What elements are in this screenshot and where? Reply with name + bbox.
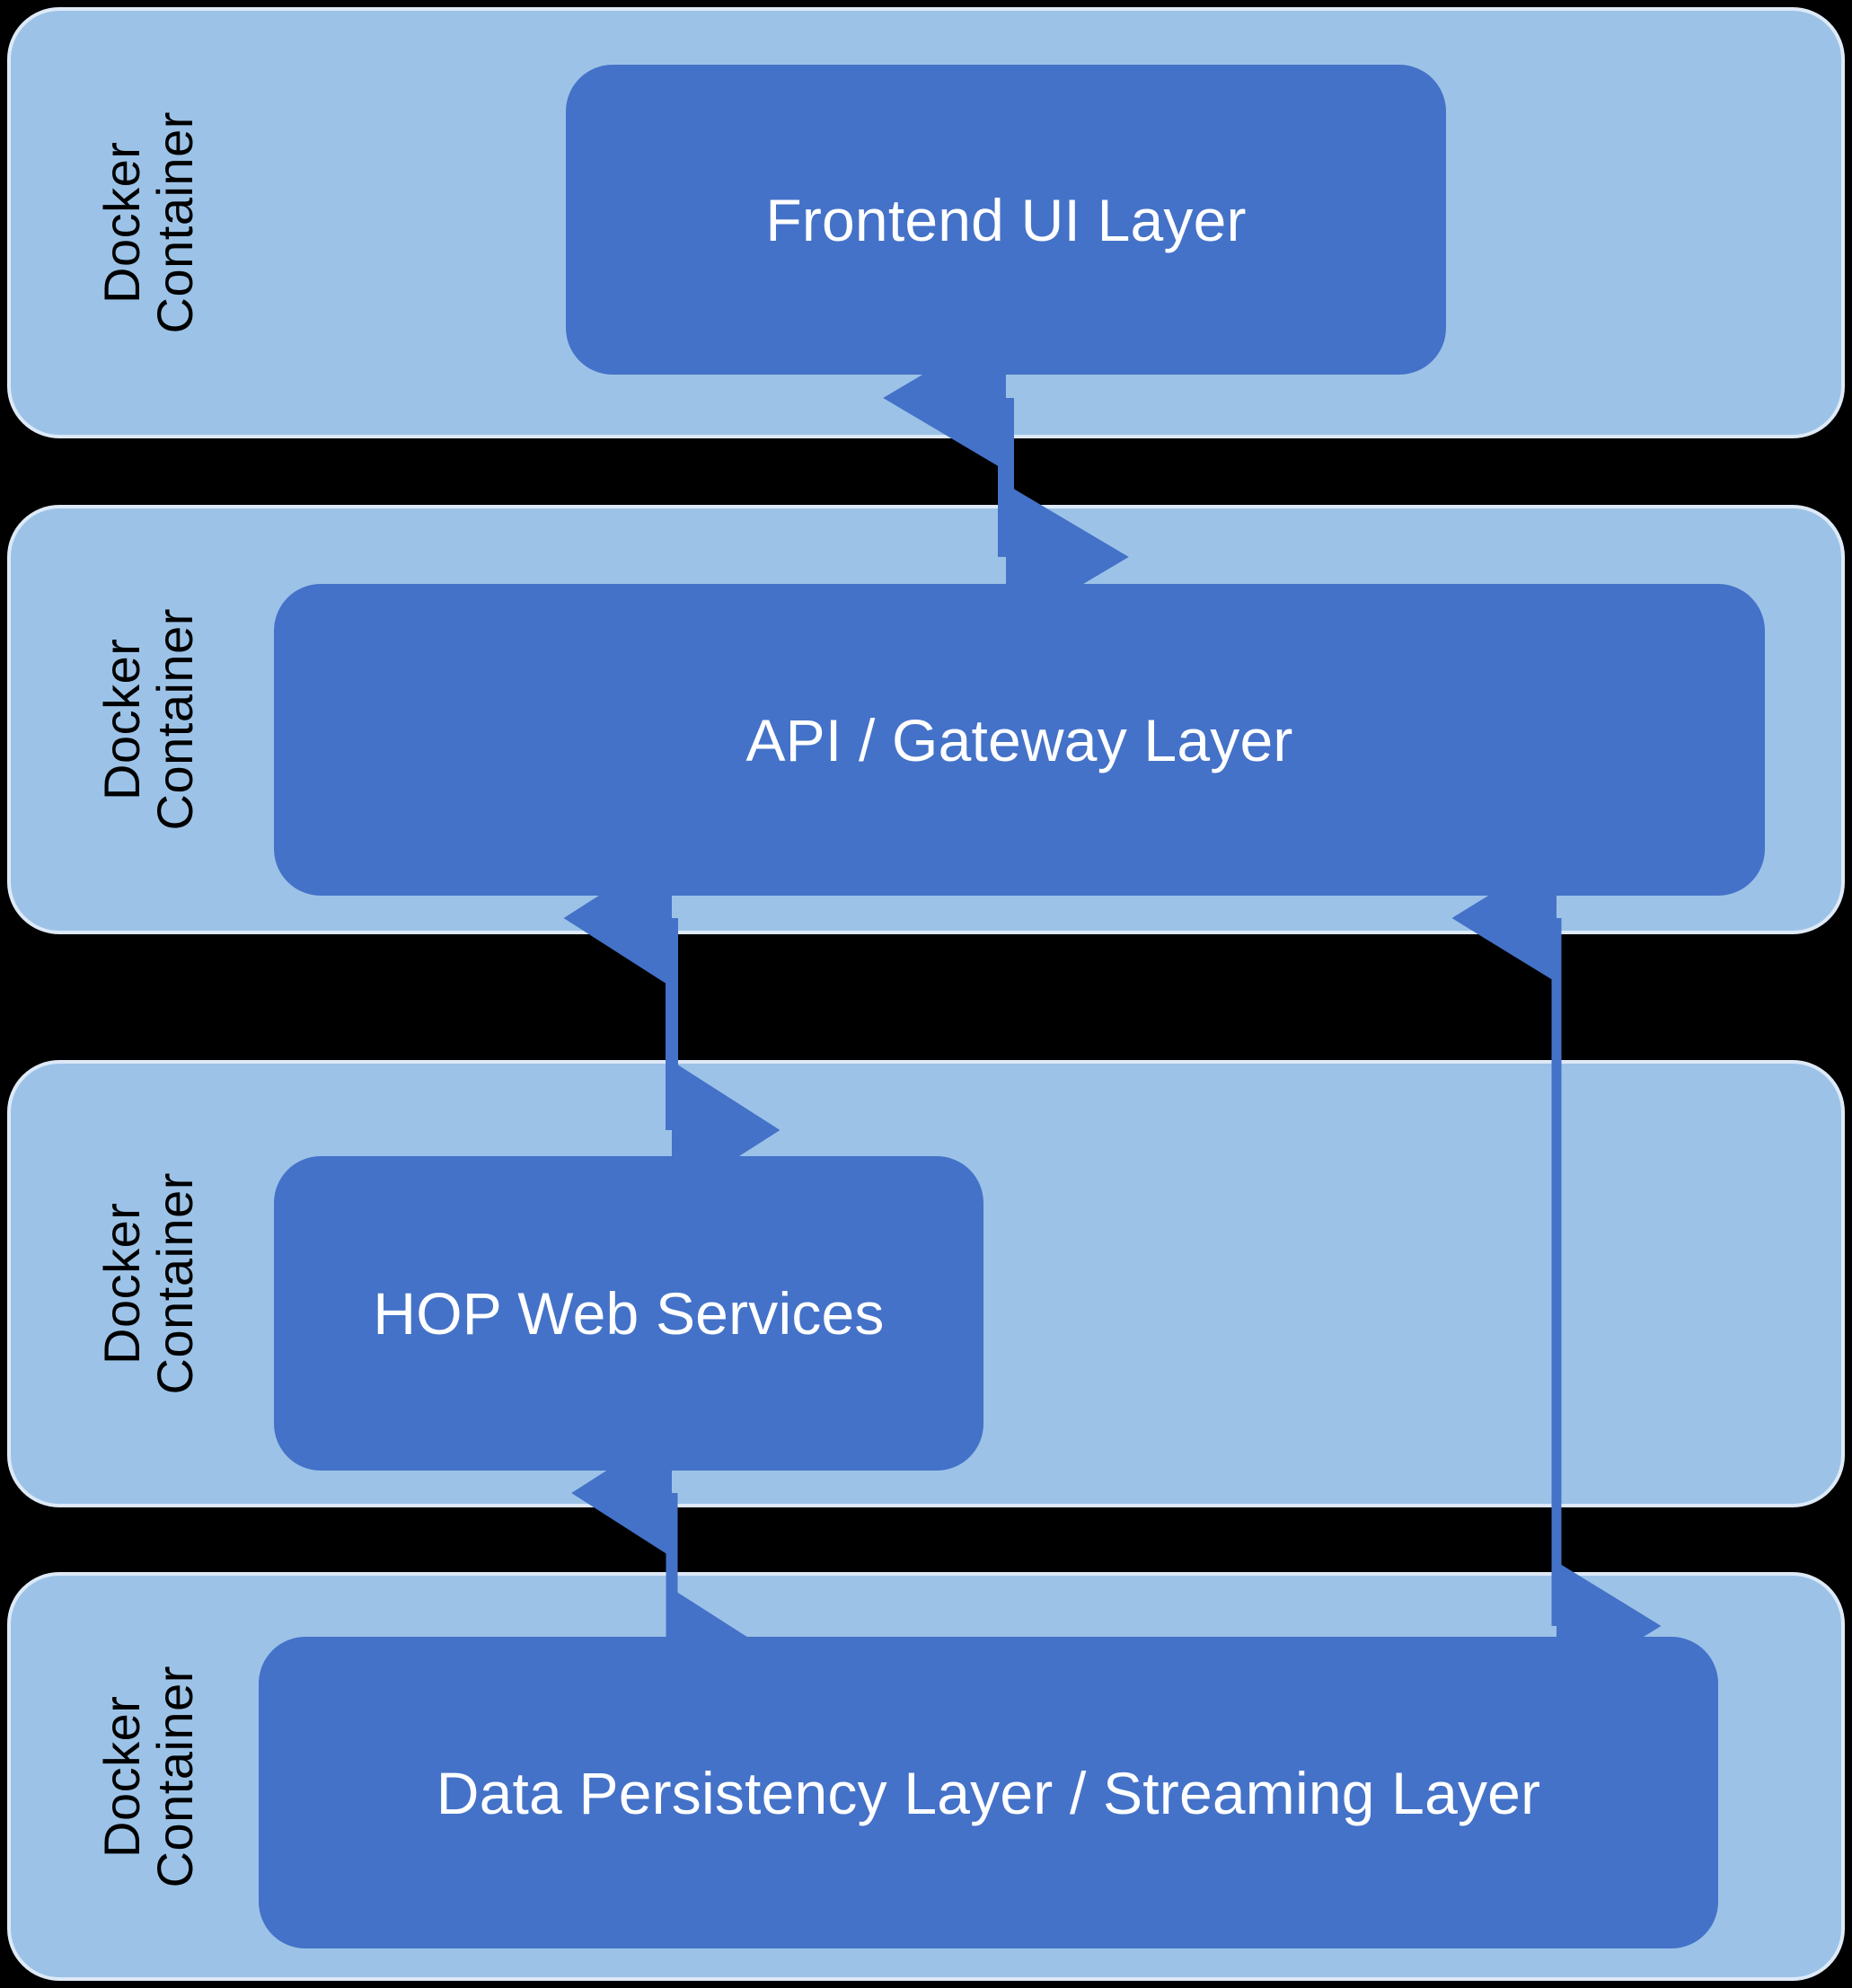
docker-caption-line-2: Container bbox=[146, 111, 203, 334]
layer-label-api-gateway: API / Gateway Layer bbox=[745, 706, 1293, 773]
docker-caption-line-2: Container bbox=[146, 608, 203, 831]
layer-label-data-persistency: Data Persistency Layer / Streaming Layer bbox=[436, 1759, 1541, 1826]
layer-label-frontend-ui: Frontend UI Layer bbox=[765, 186, 1247, 253]
docker-caption-line-1: Docker bbox=[93, 1202, 150, 1365]
layer-box-data-persistency[interactable]: Data Persistency Layer / Streaming Layer bbox=[259, 1637, 1718, 1948]
docker-caption-line-2: Container bbox=[146, 1665, 203, 1888]
docker-caption-line-1: Docker bbox=[93, 141, 150, 305]
docker-caption-line-1: Docker bbox=[93, 1695, 150, 1858]
layer-box-frontend-ui[interactable]: Frontend UI Layer bbox=[566, 65, 1446, 375]
layer-label-hop-web-services: HOP Web Services bbox=[373, 1280, 885, 1347]
layer-box-api-gateway[interactable]: API / Gateway Layer bbox=[274, 584, 1765, 896]
docker-caption-line-2: Container bbox=[146, 1172, 203, 1395]
layer-box-hop-web-services[interactable]: HOP Web Services bbox=[274, 1156, 983, 1471]
docker-caption-line-1: Docker bbox=[93, 638, 150, 801]
